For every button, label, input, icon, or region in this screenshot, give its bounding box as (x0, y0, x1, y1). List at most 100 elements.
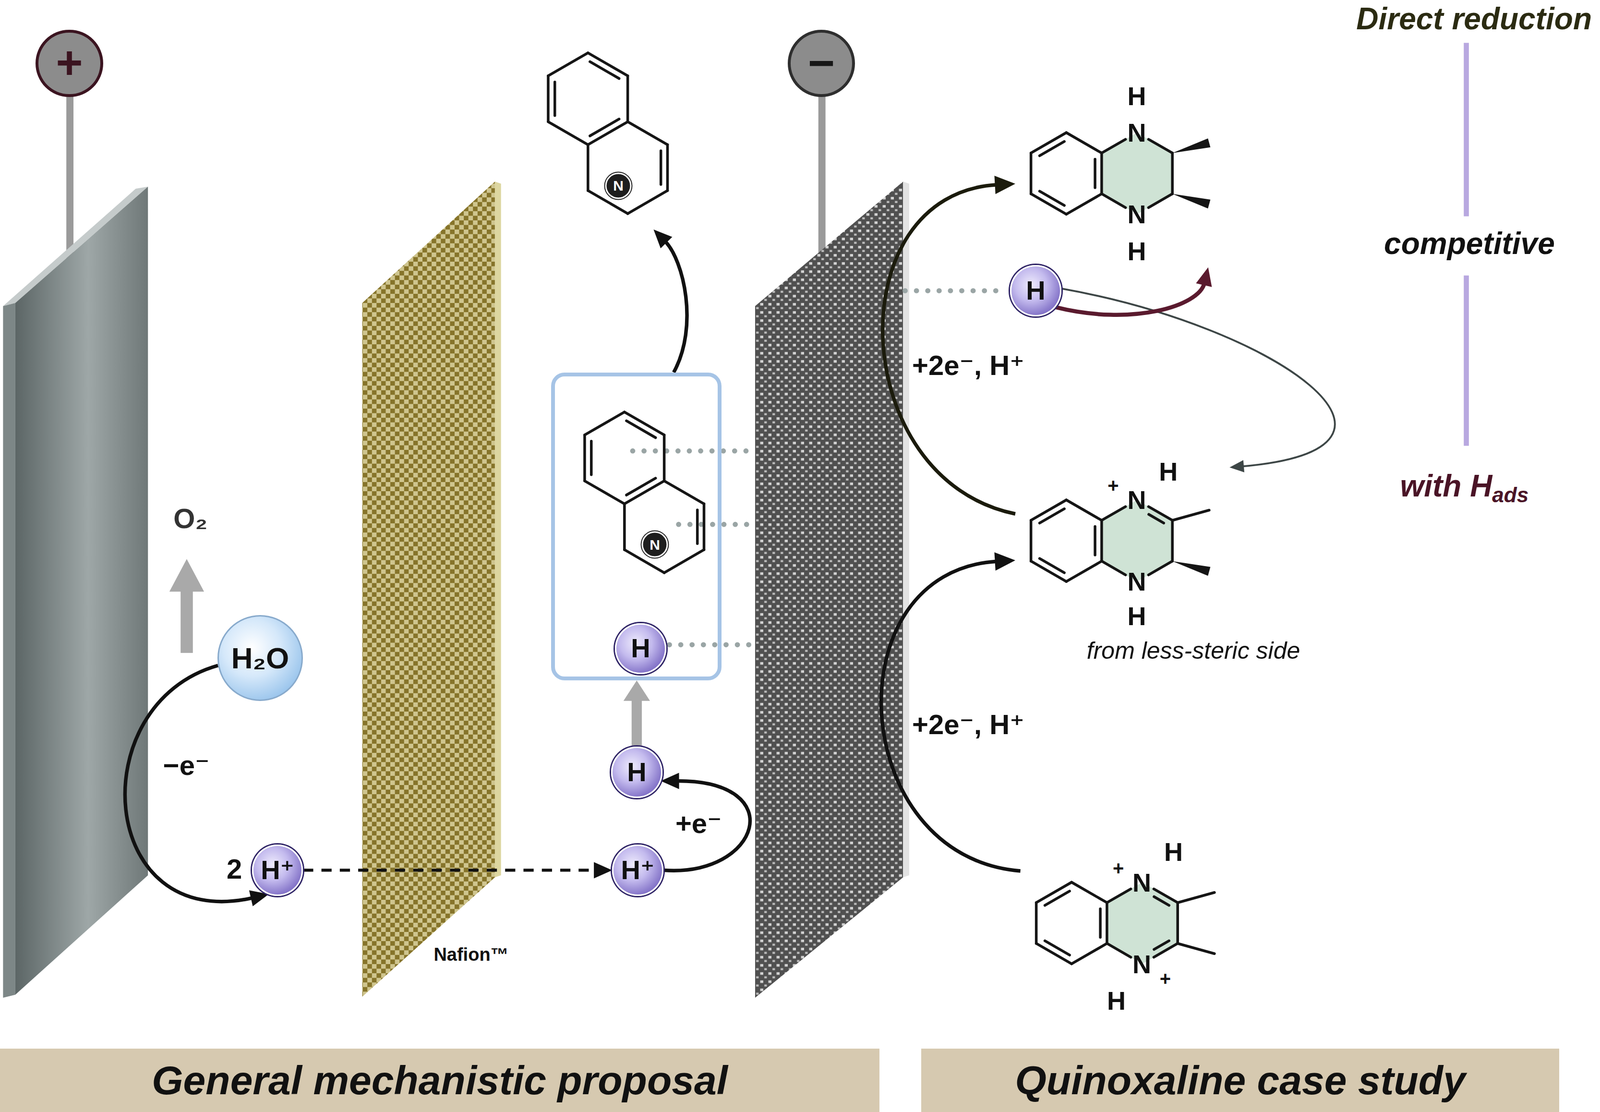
arrow-line (664, 240, 687, 373)
molecule-drawing (1020, 820, 1235, 1020)
terminal-stem (818, 91, 826, 255)
arrow-head (593, 861, 613, 879)
membrane-label: Nafion™ (433, 944, 509, 965)
adsorption-dots (678, 521, 754, 528)
bond-line (1170, 153, 1174, 194)
gas-arrow (169, 558, 205, 592)
node-label: H₂O (231, 642, 290, 674)
atom-label: H (1127, 83, 1146, 109)
nafion-membrane (362, 181, 495, 997)
adsorbed-hydrogen: H (614, 623, 666, 674)
adsorption-dots (904, 288, 1004, 294)
bond-line (1153, 943, 1178, 958)
arrow-line (663, 780, 751, 871)
bond-line (1039, 508, 1065, 523)
pathway-label: Direct reduction (1356, 1, 1592, 36)
proton-sphere: H⁺ (612, 844, 663, 896)
bond-line (1148, 193, 1173, 208)
bond-line (553, 82, 557, 116)
bond-line (584, 480, 625, 504)
bond-line (1039, 141, 1065, 157)
reaction-arrow (660, 772, 750, 871)
pathway-label: competitive (1383, 226, 1555, 261)
bond-line (1029, 520, 1033, 562)
nitrogen-badge: N (641, 531, 669, 558)
node-label: H⁺ (621, 855, 655, 885)
bond-line (1034, 902, 1038, 944)
bond-line (1101, 193, 1126, 208)
bond-line (584, 411, 625, 435)
bond-line (1066, 561, 1102, 582)
node-label: H⁺ (260, 855, 295, 885)
bond-line (548, 52, 589, 76)
bond-line (1177, 892, 1215, 903)
bond-line (1105, 902, 1109, 944)
adsorbed-hydrogen: H (1010, 264, 1061, 316)
molecule-drawing (1015, 81, 1230, 268)
bond-line (586, 144, 590, 192)
bond-line (1039, 191, 1065, 206)
cathode-plate (902, 181, 910, 878)
bond-line (1039, 558, 1065, 573)
bond-line (1176, 902, 1179, 944)
bond-line (1093, 158, 1097, 188)
atom-label: H (1106, 987, 1126, 1014)
edge-label: −e⁻ (161, 749, 212, 781)
quinoxaline-molecule: HNNH (1015, 81, 1230, 268)
arrow-head (994, 175, 1016, 194)
node-label: H (630, 634, 650, 663)
anode-plate (2, 302, 16, 998)
anode-terminal: + (35, 29, 103, 97)
bond-line (1154, 940, 1169, 950)
reaction-arrow (302, 861, 613, 879)
pathway-label: with H (1399, 469, 1492, 503)
atom-label: H (1164, 838, 1183, 865)
atom-label: N (1127, 486, 1146, 513)
bond-line (663, 480, 704, 504)
gas-arrow (180, 589, 193, 653)
bond-line (1100, 520, 1104, 562)
bond-line (625, 75, 629, 122)
gas-label: O₂ (173, 503, 208, 534)
arrow-line (631, 698, 642, 747)
bond-line (546, 75, 550, 122)
anode-plate (15, 186, 148, 995)
bond-line (1154, 896, 1169, 906)
arrow-head (623, 680, 650, 701)
bond-line (1071, 882, 1107, 903)
wedge-bond (1172, 138, 1211, 153)
bond-line (1101, 561, 1126, 576)
bond-line (1153, 889, 1178, 903)
quinoxaline-molecule: H+NNH (1015, 448, 1230, 635)
bond-line (627, 190, 668, 214)
bond-line (659, 150, 663, 185)
bond-line (662, 434, 666, 482)
arrow-head (1229, 459, 1245, 472)
bond-line (589, 61, 619, 79)
bond-line (1066, 193, 1102, 215)
adsorption-dots (669, 642, 753, 648)
hydrogen-atom: H (611, 746, 662, 798)
bond-line (627, 121, 668, 145)
arrow-line (882, 184, 1016, 514)
quinoline-molecule: N (577, 394, 710, 589)
stoichiometry-number: 2 (226, 854, 242, 883)
atom-label: N (1127, 201, 1146, 228)
atom-label: N (1132, 950, 1152, 977)
section-band: Quinoxaline case study (921, 1048, 1560, 1112)
charge-label: + (1112, 858, 1124, 878)
atom-label: N (1132, 869, 1152, 896)
node-label: Quinoxaline case study (1015, 1058, 1466, 1102)
proton-sphere: H⁺ (252, 844, 303, 896)
bond-line (583, 434, 587, 482)
node-label: − (807, 38, 835, 88)
node-label: H (626, 757, 647, 787)
molecule-drawing (1015, 448, 1230, 635)
bond-line (696, 509, 699, 544)
bond-line (1098, 908, 1102, 938)
bond-line (1170, 520, 1174, 562)
selectivity-note: from less-steric side (1086, 637, 1301, 664)
bond-line (1101, 139, 1126, 154)
nitrogen-badge: N (605, 172, 632, 199)
